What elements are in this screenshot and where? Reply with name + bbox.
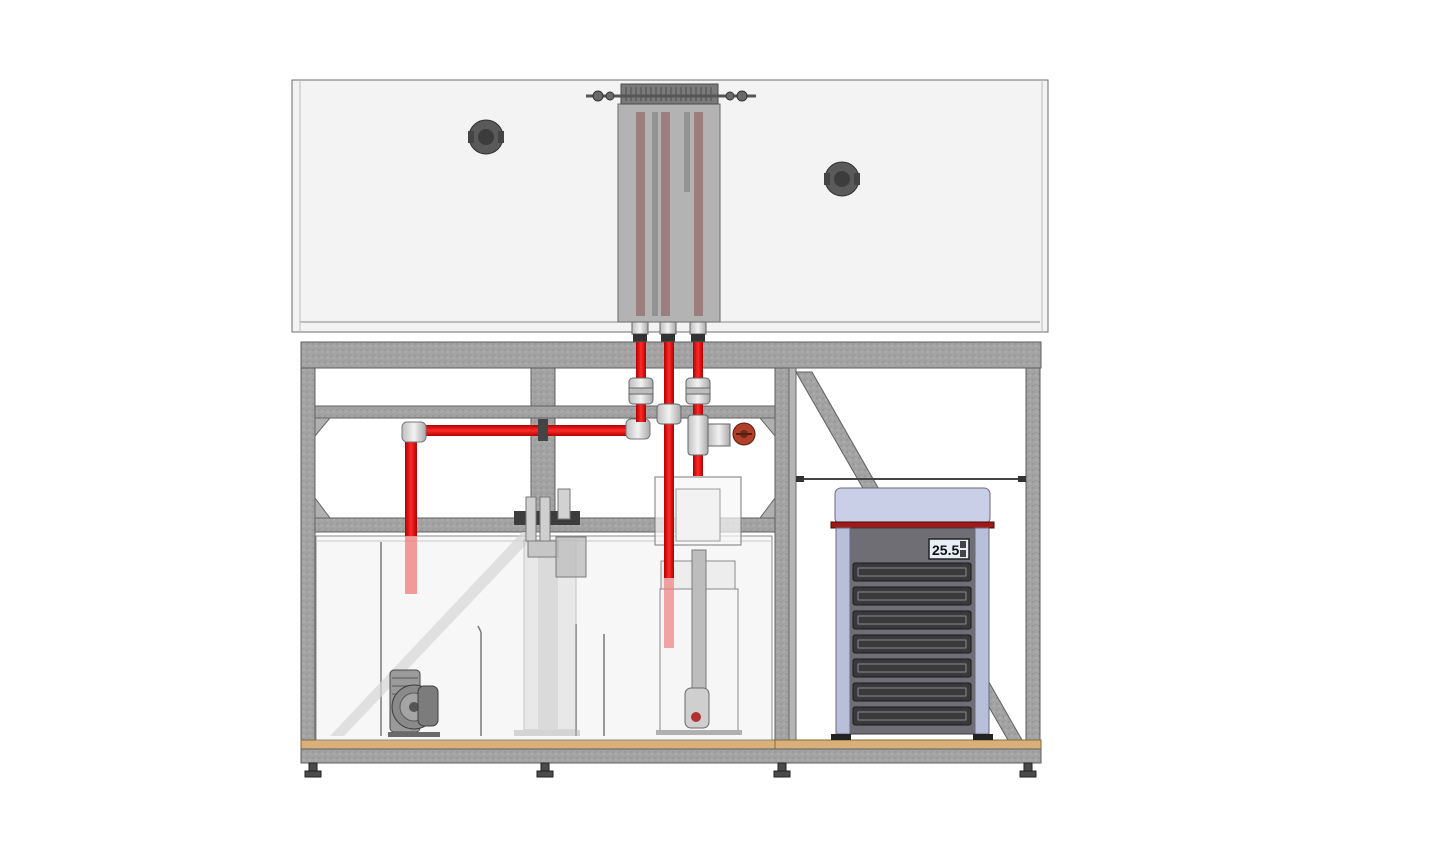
sump-glass-reflection [330, 532, 538, 736]
drain-pipe-2 [664, 342, 674, 578]
drain-pipe-vertical [405, 436, 417, 536]
chiller-display [928, 538, 970, 560]
stand-bottom-beam [300, 748, 1042, 764]
stand-post-divider-right [788, 367, 797, 751]
overflow-internal-pipes [636, 112, 703, 316]
drain-pipe-horizontal [417, 425, 633, 436]
gusset-bottom-left [314, 496, 331, 519]
sump [315, 476, 773, 741]
overflow-box [617, 83, 721, 323]
stand-feet [304, 762, 1037, 778]
chiller: 25.5 [830, 487, 995, 740]
return-nozzle-rail [586, 90, 756, 102]
gusset-top-right [758, 417, 776, 438]
chiller-button-up[interactable] [960, 541, 966, 548]
plumbing [401, 342, 756, 648]
chiller-trim [830, 521, 995, 529]
stand-post-divider-left [774, 367, 790, 751]
chiller-temperature-readout: 25.5 [932, 542, 959, 558]
stand-wood-base [300, 739, 1042, 750]
display-tank [291, 79, 1049, 342]
chiller-top-cover [834, 487, 991, 525]
elbow-left [401, 421, 427, 443]
skimmer-pump-fitting [514, 488, 587, 578]
gusset-top-left [314, 417, 332, 438]
return-pump [388, 669, 440, 737]
chiller-vent-grilles [852, 562, 972, 726]
chiller-side-panel-right [974, 527, 990, 735]
tank-bulkheads [631, 321, 707, 342]
chiller-button-down[interactable] [960, 550, 966, 557]
stand-post-center [530, 367, 556, 521]
return-tee [687, 414, 731, 456]
union-valve-1 [628, 377, 654, 405]
gate-valve-handle[interactable] [732, 422, 756, 446]
stand-post-left [300, 367, 316, 751]
powerhead-left [468, 119, 504, 155]
union-valve-3 [685, 377, 711, 405]
return-pipe [693, 342, 703, 476]
powerhead-right [824, 161, 860, 197]
chiller-side-panel-left [835, 527, 851, 735]
drain-pipe-submerged [405, 536, 417, 594]
overflow-comb-teeth [625, 87, 712, 101]
skimmer-feed-submerged [664, 578, 674, 648]
stand-post-right [1025, 367, 1041, 751]
gusset-bottom-right [759, 496, 776, 519]
union-valve-2 [656, 403, 682, 425]
